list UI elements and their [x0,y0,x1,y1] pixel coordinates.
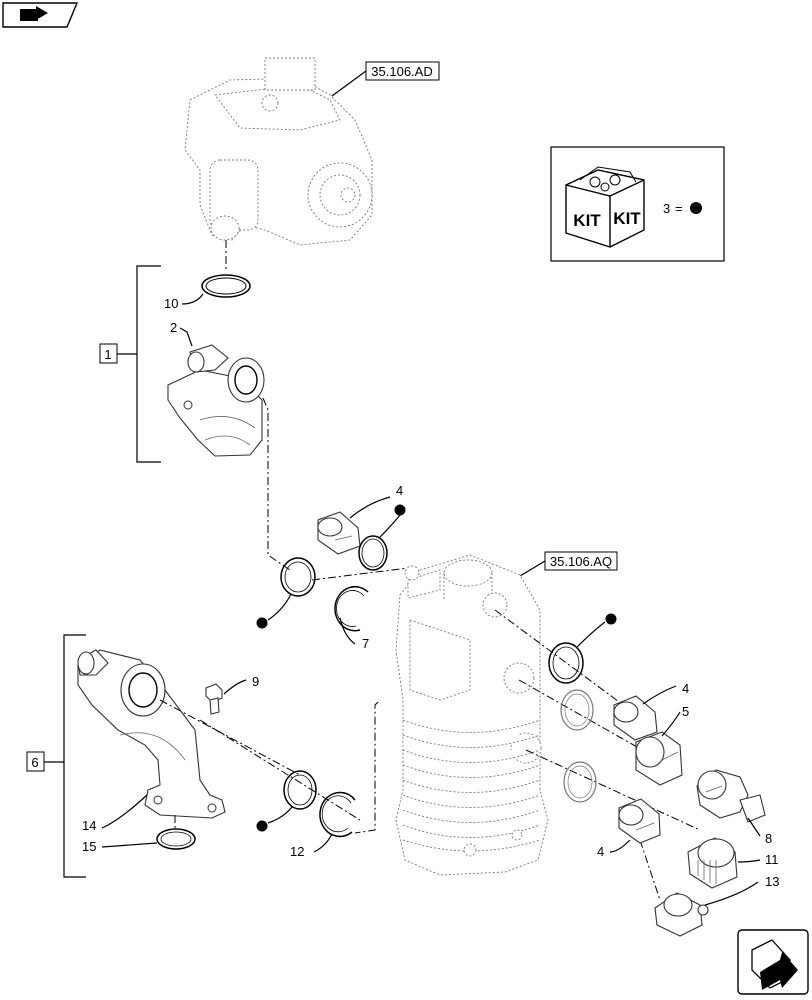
callout-2: 2 [170,320,177,335]
valve-spool-8 [696,769,766,823]
callout-14: 14 [82,818,96,833]
reference-box-filter[interactable]: 35.106.AQ [509,551,618,583]
callout-7: 7 [362,636,369,651]
retaining-clip-7 [334,585,369,632]
kit-dot-marker-icon [256,617,268,629]
reference-pump-label: 35.106.AD [371,64,432,79]
group-1-bracket: 1 [99,265,161,463]
o-ring-lower-left [283,770,317,810]
callout-9: 9 [252,674,259,689]
book-pointer-icon[interactable] [2,2,79,28]
callout-4-top: 4 [396,483,403,498]
kit-legend-box: KIT KIT 3 = [550,146,725,262]
kit-dot-marker-icon [256,820,268,832]
group-6-label: 6 [31,755,38,770]
retaining-clip-12 [319,791,356,838]
callout-15: 15 [82,839,96,854]
next-page-arrow-icon[interactable] [737,929,809,995]
kit-item-number: 3 [663,201,670,216]
o-ring-15 [156,828,196,850]
kit-box-icon: KIT KIT [565,166,645,248]
elbow-fitting-14 [77,649,226,819]
plug-13 [654,892,709,937]
reference-filter-label: 35.106.AQ [550,554,612,569]
callout-5: 5 [682,704,689,719]
o-ring-right-middle [560,689,594,731]
kit-word-right: KIT [613,209,641,228]
callout-4-right: 4 [682,681,689,696]
o-ring-10 [201,274,251,298]
reference-box-pump[interactable]: 35.106.AD [331,61,440,97]
callout-12: 12 [290,844,304,859]
callout-13: 13 [765,874,779,889]
snap-ring-upper [358,535,388,571]
kit-dot-marker-icon [690,202,702,214]
kit-dot-marker-icon [605,613,617,625]
bolt-9 [205,683,223,715]
kit-dot-marker-icon [394,504,406,516]
screen-filter-11 [687,837,738,889]
o-ring-upper-left [280,557,316,597]
group-1-label: 1 [104,347,111,362]
group-6-bracket: 6 [26,634,86,878]
callout-10: 10 [164,296,178,311]
sleeve-4-right [613,695,658,741]
hydraulic-pump-ghost [184,57,373,246]
kit-word-left: KIT [573,211,601,230]
kit-equals: = [675,201,683,216]
o-ring-right-lower [563,761,597,803]
callout-4-lower: 4 [597,844,604,859]
callout-11: 11 [765,852,779,867]
elbow-fitting-2 [167,344,265,457]
filter-housing-ghost [395,554,549,876]
sleeve-5 [635,731,683,786]
sleeve-4-top [317,511,361,555]
callout-8: 8 [765,831,772,846]
sleeve-4-lower [618,798,661,844]
o-ring-right-upper [548,642,584,684]
